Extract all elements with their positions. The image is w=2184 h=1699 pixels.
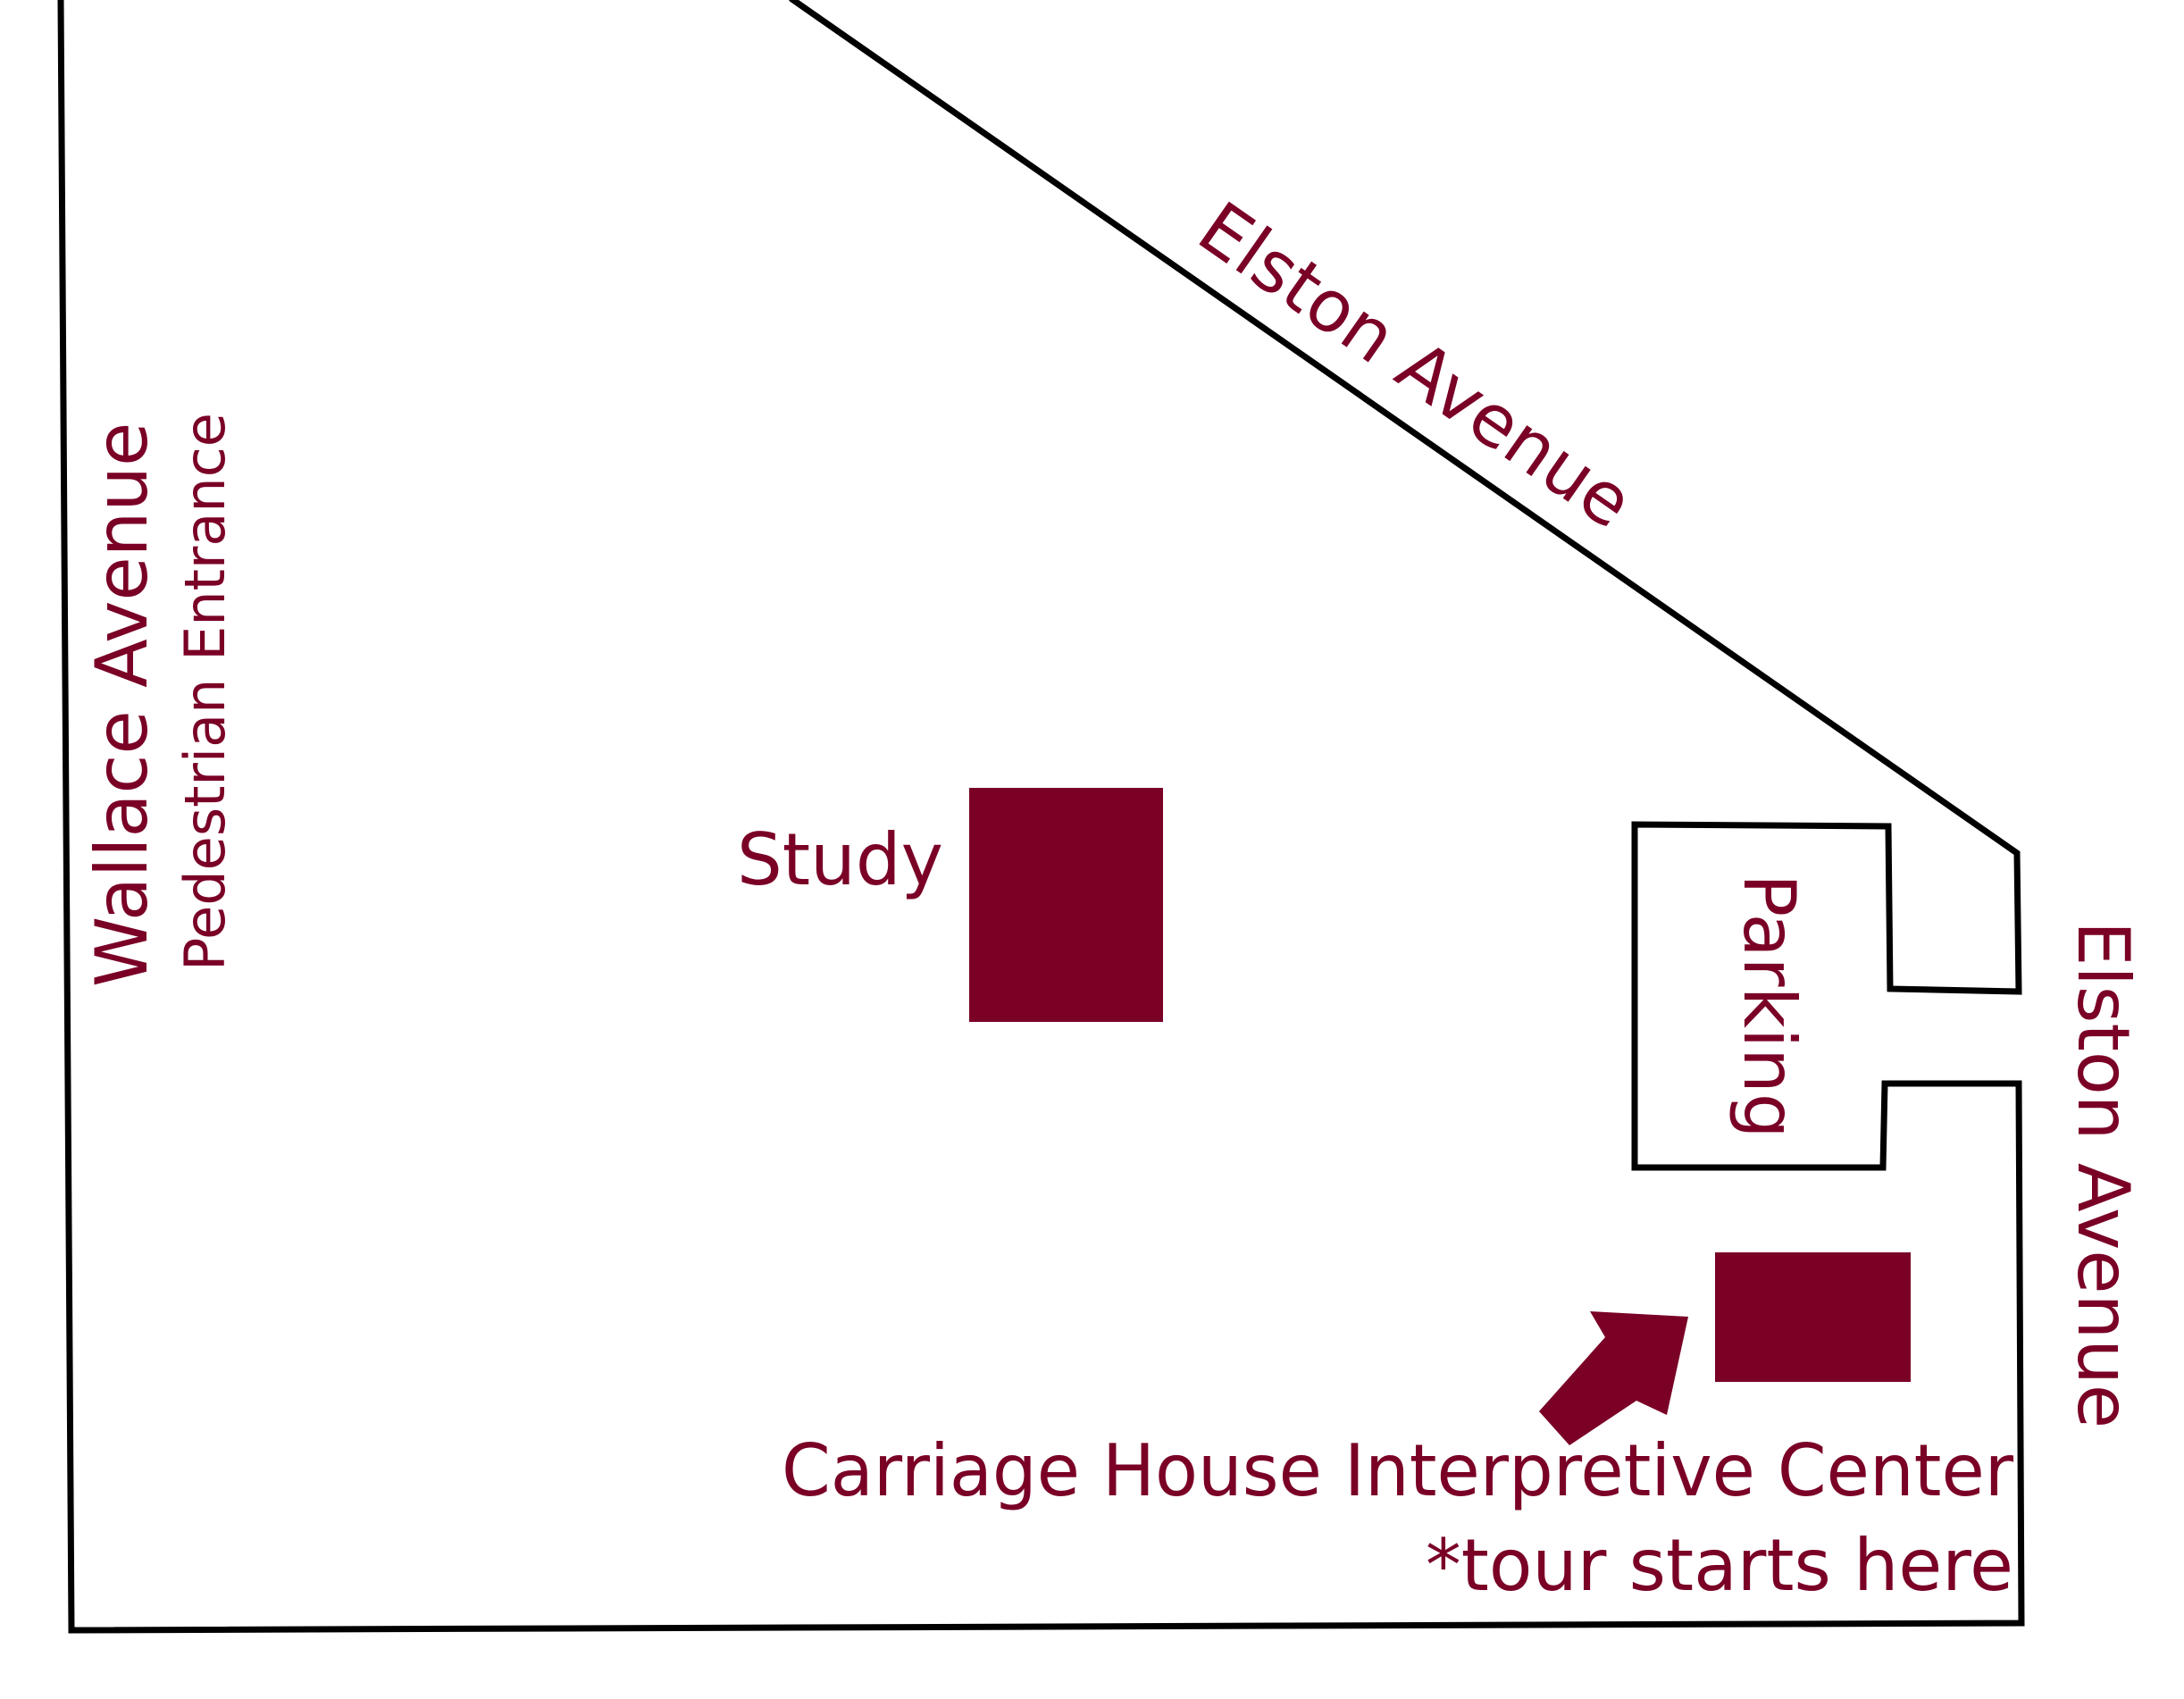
elston-avenue-top-label: Elston Avenue bbox=[1184, 186, 1647, 544]
study-building bbox=[969, 788, 1163, 1022]
arrow-up-right-icon bbox=[1539, 1311, 1688, 1445]
pedestrian-entrance-label: Pedestrian Entrance bbox=[172, 413, 238, 971]
study-label: Study bbox=[737, 818, 943, 901]
property-boundary bbox=[57, 0, 2025, 1634]
carriage-house-label: Carriage House Interpretive Center bbox=[782, 1429, 2013, 1512]
wallace-avenue-label: Wallace Avenue bbox=[80, 423, 163, 987]
elston-avenue-right-label: Elston Avenue bbox=[2062, 921, 2145, 1428]
tour-start-note: *tour starts here bbox=[1426, 1524, 2013, 1607]
carriage-house-building bbox=[1715, 1252, 1911, 1382]
parking-label: Parking bbox=[1728, 874, 1811, 1139]
